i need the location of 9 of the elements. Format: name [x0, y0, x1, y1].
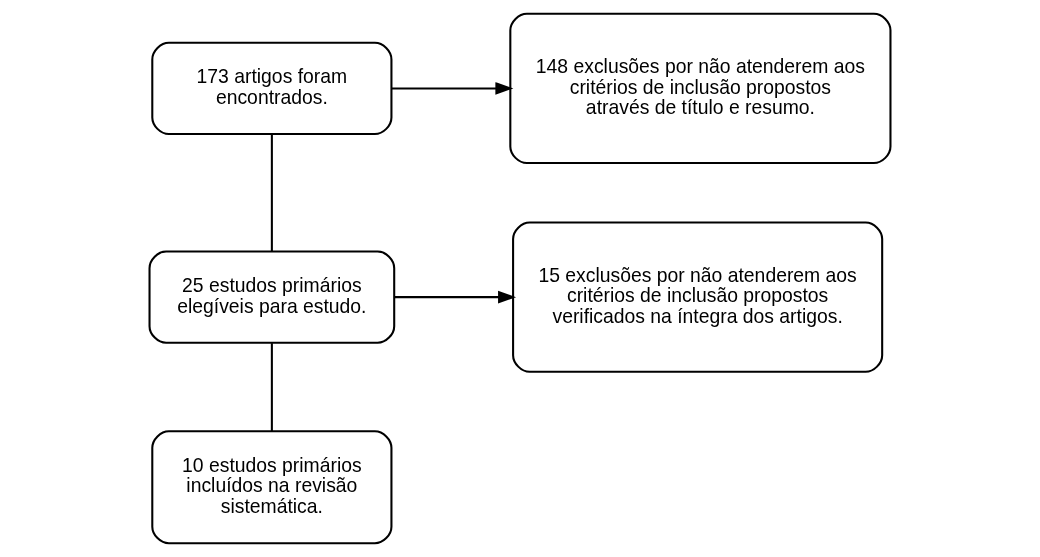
- arrow: [394, 290, 517, 304]
- node-box: 173 artigos foram encontrados.: [151, 41, 393, 136]
- node-box: 25 estudos primários elegíveis para estudo.: [148, 250, 396, 344]
- node-box: 15 exclusões por não atenderem aos critérios de inclusão propostos verificados na íntegra dos artigos.: [512, 221, 884, 373]
- node-box: 10 estudos primários incluídos na revisão sistemática.: [151, 430, 393, 545]
- node-box: 148 exclusões por não atenderem aos critérios de inclusão propostos através de título e resumo.: [509, 12, 892, 165]
- connector: [270, 343, 273, 432]
- connector: [270, 134, 273, 252]
- arrow: [391, 82, 514, 95]
